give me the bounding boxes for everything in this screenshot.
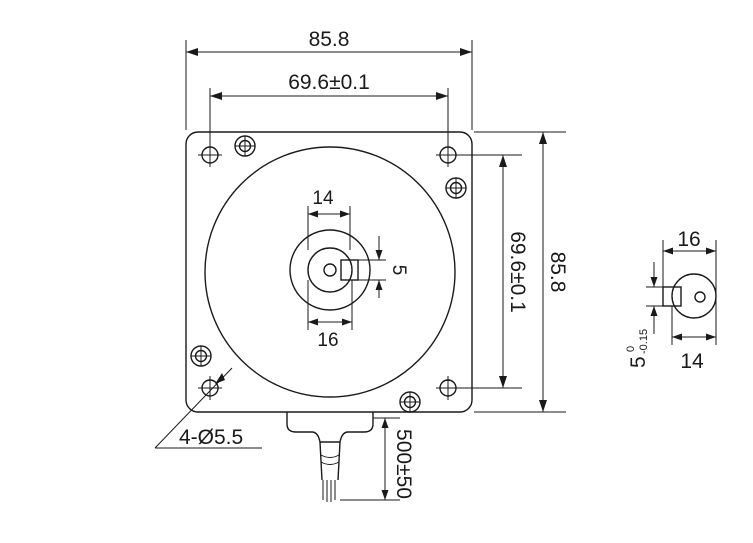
dim-overall-width: 85.8: [185, 28, 473, 130]
dim-cable-length: 500±50: [340, 417, 415, 501]
detail-key-tol-upper: 0: [625, 346, 637, 352]
screw-bottom: [399, 391, 421, 413]
dim-hole-spacing-v-label: 69.6±0.1: [506, 231, 529, 313]
shaft-detail-view: 16 14 5 0 -0.15: [625, 228, 717, 373]
detail-key-nominal: 5: [627, 356, 650, 368]
dim-hole-spacing-h: 69.6±0.1: [209, 71, 449, 145]
detail-key-tol-lower: -0.15: [638, 329, 650, 354]
dim-cable-length-label: 500±50: [392, 429, 415, 499]
shaft-key: [340, 259, 359, 281]
dim-hole-spacing-v: 69.6±0.1: [460, 154, 529, 389]
dim-shaft-14-label: 14: [312, 188, 334, 209]
mount-hole-tl: [198, 143, 222, 167]
screw-top: [234, 135, 256, 157]
mount-hole-bl: [198, 376, 222, 400]
screw-left: [190, 345, 212, 367]
detail-14-label: 14: [680, 350, 704, 373]
motor-front-view: [185, 131, 473, 502]
dim-overall-height: 85.8: [474, 131, 569, 413]
cable-exit: [286, 412, 374, 443]
detail-shaft-center: [694, 291, 706, 303]
detail-shaft-circle: [671, 273, 717, 319]
cable: [319, 441, 341, 481]
shaft-boss: [289, 229, 371, 311]
dim-hole-spacing-h-label: 69.6±0.1: [288, 71, 370, 94]
dim-key-5: 5: [358, 236, 409, 298]
dim-shaft-16-label: 16: [317, 330, 338, 351]
dim-overall-height-label: 85.8: [546, 252, 569, 293]
mount-hole-tr: [436, 143, 460, 167]
mount-hole-br: [436, 376, 460, 400]
leader-mount-holes: 4-Ø5.5: [154, 367, 262, 449]
dim-overall-width-label: 85.8: [309, 28, 350, 51]
dim-shaft-14: 14: [307, 188, 351, 250]
flange-outline: [185, 131, 473, 413]
screw-right: [445, 177, 467, 199]
body-circle: [204, 146, 456, 398]
shaft-circle: [307, 247, 353, 293]
dim-shaft-16: 16: [307, 280, 353, 351]
dim-key-5-label: 5: [388, 265, 409, 276]
shaft-center: [323, 263, 337, 277]
detail-16-label: 16: [677, 228, 700, 251]
leader-mount-holes-label: 4-Ø5.5: [179, 426, 243, 449]
